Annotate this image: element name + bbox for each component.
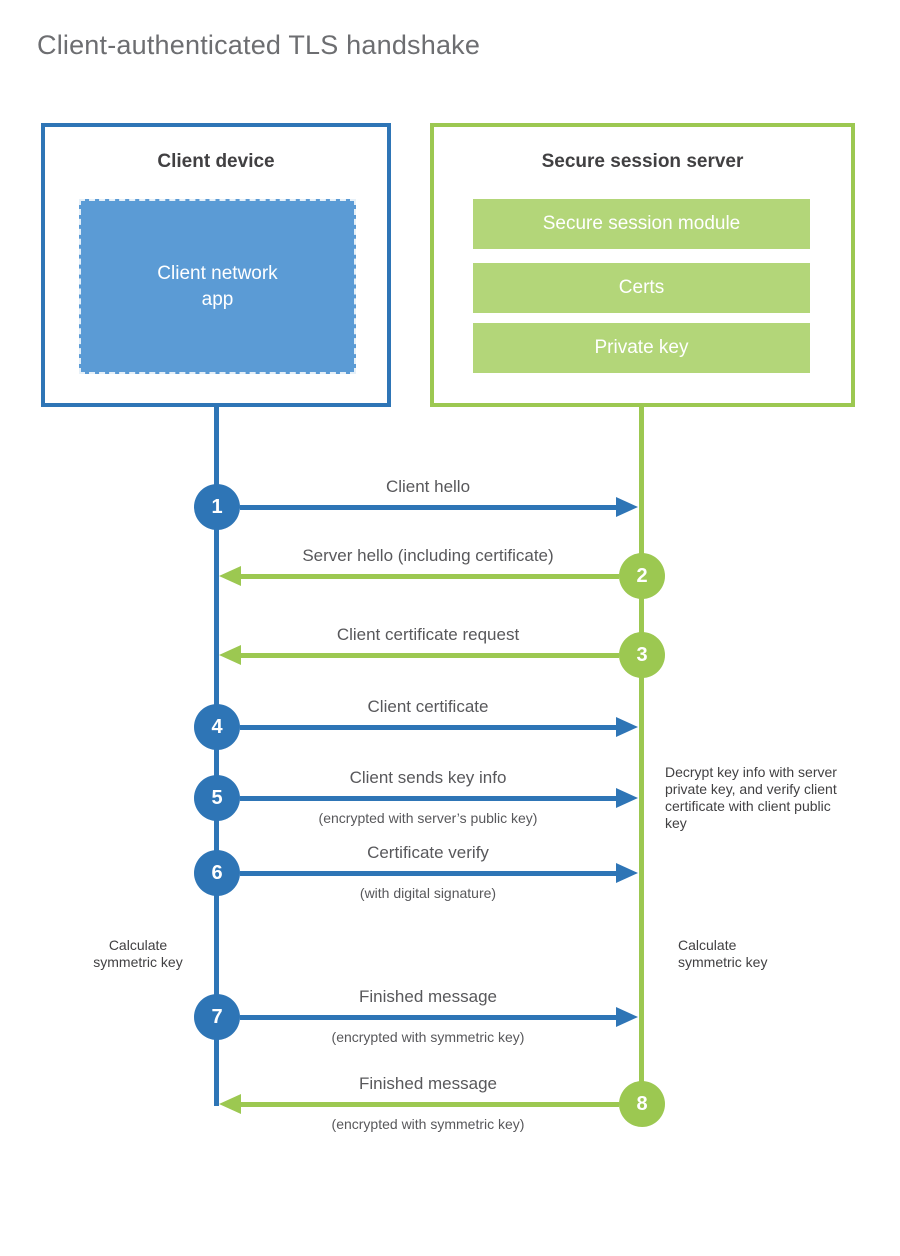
step-message-label: Finished message — [359, 987, 497, 1006]
step-message-sublabel: (encrypted with symmetric key) — [331, 1029, 525, 1045]
calculate-symmetric-key-note-client: Calculate symmetric key — [93, 937, 183, 970]
step-number-badge: 1 — [194, 484, 240, 530]
server-module-bar: Private key — [473, 323, 810, 373]
step-message-sublabel: (with digital signature) — [359, 885, 497, 901]
calculate-symmetric-key-note-server: Calculate symmetric key — [678, 937, 768, 970]
arrow-head-left-icon — [219, 645, 241, 665]
step-number-badge: 8 — [619, 1081, 665, 1127]
step-message-label: Client hello — [385, 477, 471, 496]
server-module-bar: Secure session module — [473, 199, 810, 249]
arrow-line — [240, 505, 616, 510]
arrow-head-left-icon — [219, 1094, 241, 1114]
arrow-head-left-icon — [219, 566, 241, 586]
client-device-box: Client device Client network app — [41, 123, 391, 407]
step-message-label: Client certificate request — [336, 625, 520, 644]
secure-session-server-box: Secure session server Secure session mod… — [430, 123, 855, 407]
step-number-badge: 4 — [194, 704, 240, 750]
step-number-badge: 6 — [194, 850, 240, 896]
page-title: Client-authenticated TLS handshake — [37, 30, 481, 60]
arrow-line — [240, 1015, 616, 1020]
arrow-line — [240, 871, 616, 876]
secure-session-server-title: Secure session server — [541, 151, 744, 172]
arrow-line — [241, 653, 619, 658]
arrow-head-right-icon — [616, 717, 638, 737]
step-message-label: Server hello (including certificate) — [302, 546, 554, 565]
step-number-badge: 3 — [619, 632, 665, 678]
step-message-label: Finished message — [359, 1074, 497, 1093]
arrow-line — [240, 725, 616, 730]
step-message-label: Client sends key info — [349, 768, 507, 787]
step-message-sublabel: (encrypted with symmetric key) — [331, 1116, 525, 1132]
client-lifeline — [214, 406, 219, 1106]
step-message-sublabel: (encrypted with server’s public key) — [318, 810, 538, 826]
arrow-head-right-icon — [616, 1007, 638, 1027]
step-number-badge: 7 — [194, 994, 240, 1040]
arrow-line — [240, 796, 616, 801]
step-message-label: Client certificate — [367, 697, 489, 716]
server-lifeline — [639, 406, 644, 1106]
decrypt-key-note: Decrypt key info with server private key… — [665, 764, 837, 831]
client-network-app-box: Client network app — [79, 199, 356, 374]
step-message-label: Certificate verify — [367, 843, 489, 862]
arrow-head-right-icon — [616, 497, 638, 517]
client-device-title: Client device — [157, 151, 275, 172]
arrow-head-right-icon — [616, 788, 638, 808]
arrow-line — [241, 574, 619, 579]
step-number-badge: 2 — [619, 553, 665, 599]
step-number-badge: 5 — [194, 775, 240, 821]
arrow-line — [241, 1102, 619, 1107]
arrow-head-right-icon — [616, 863, 638, 883]
server-module-bar: Certs — [473, 263, 810, 313]
